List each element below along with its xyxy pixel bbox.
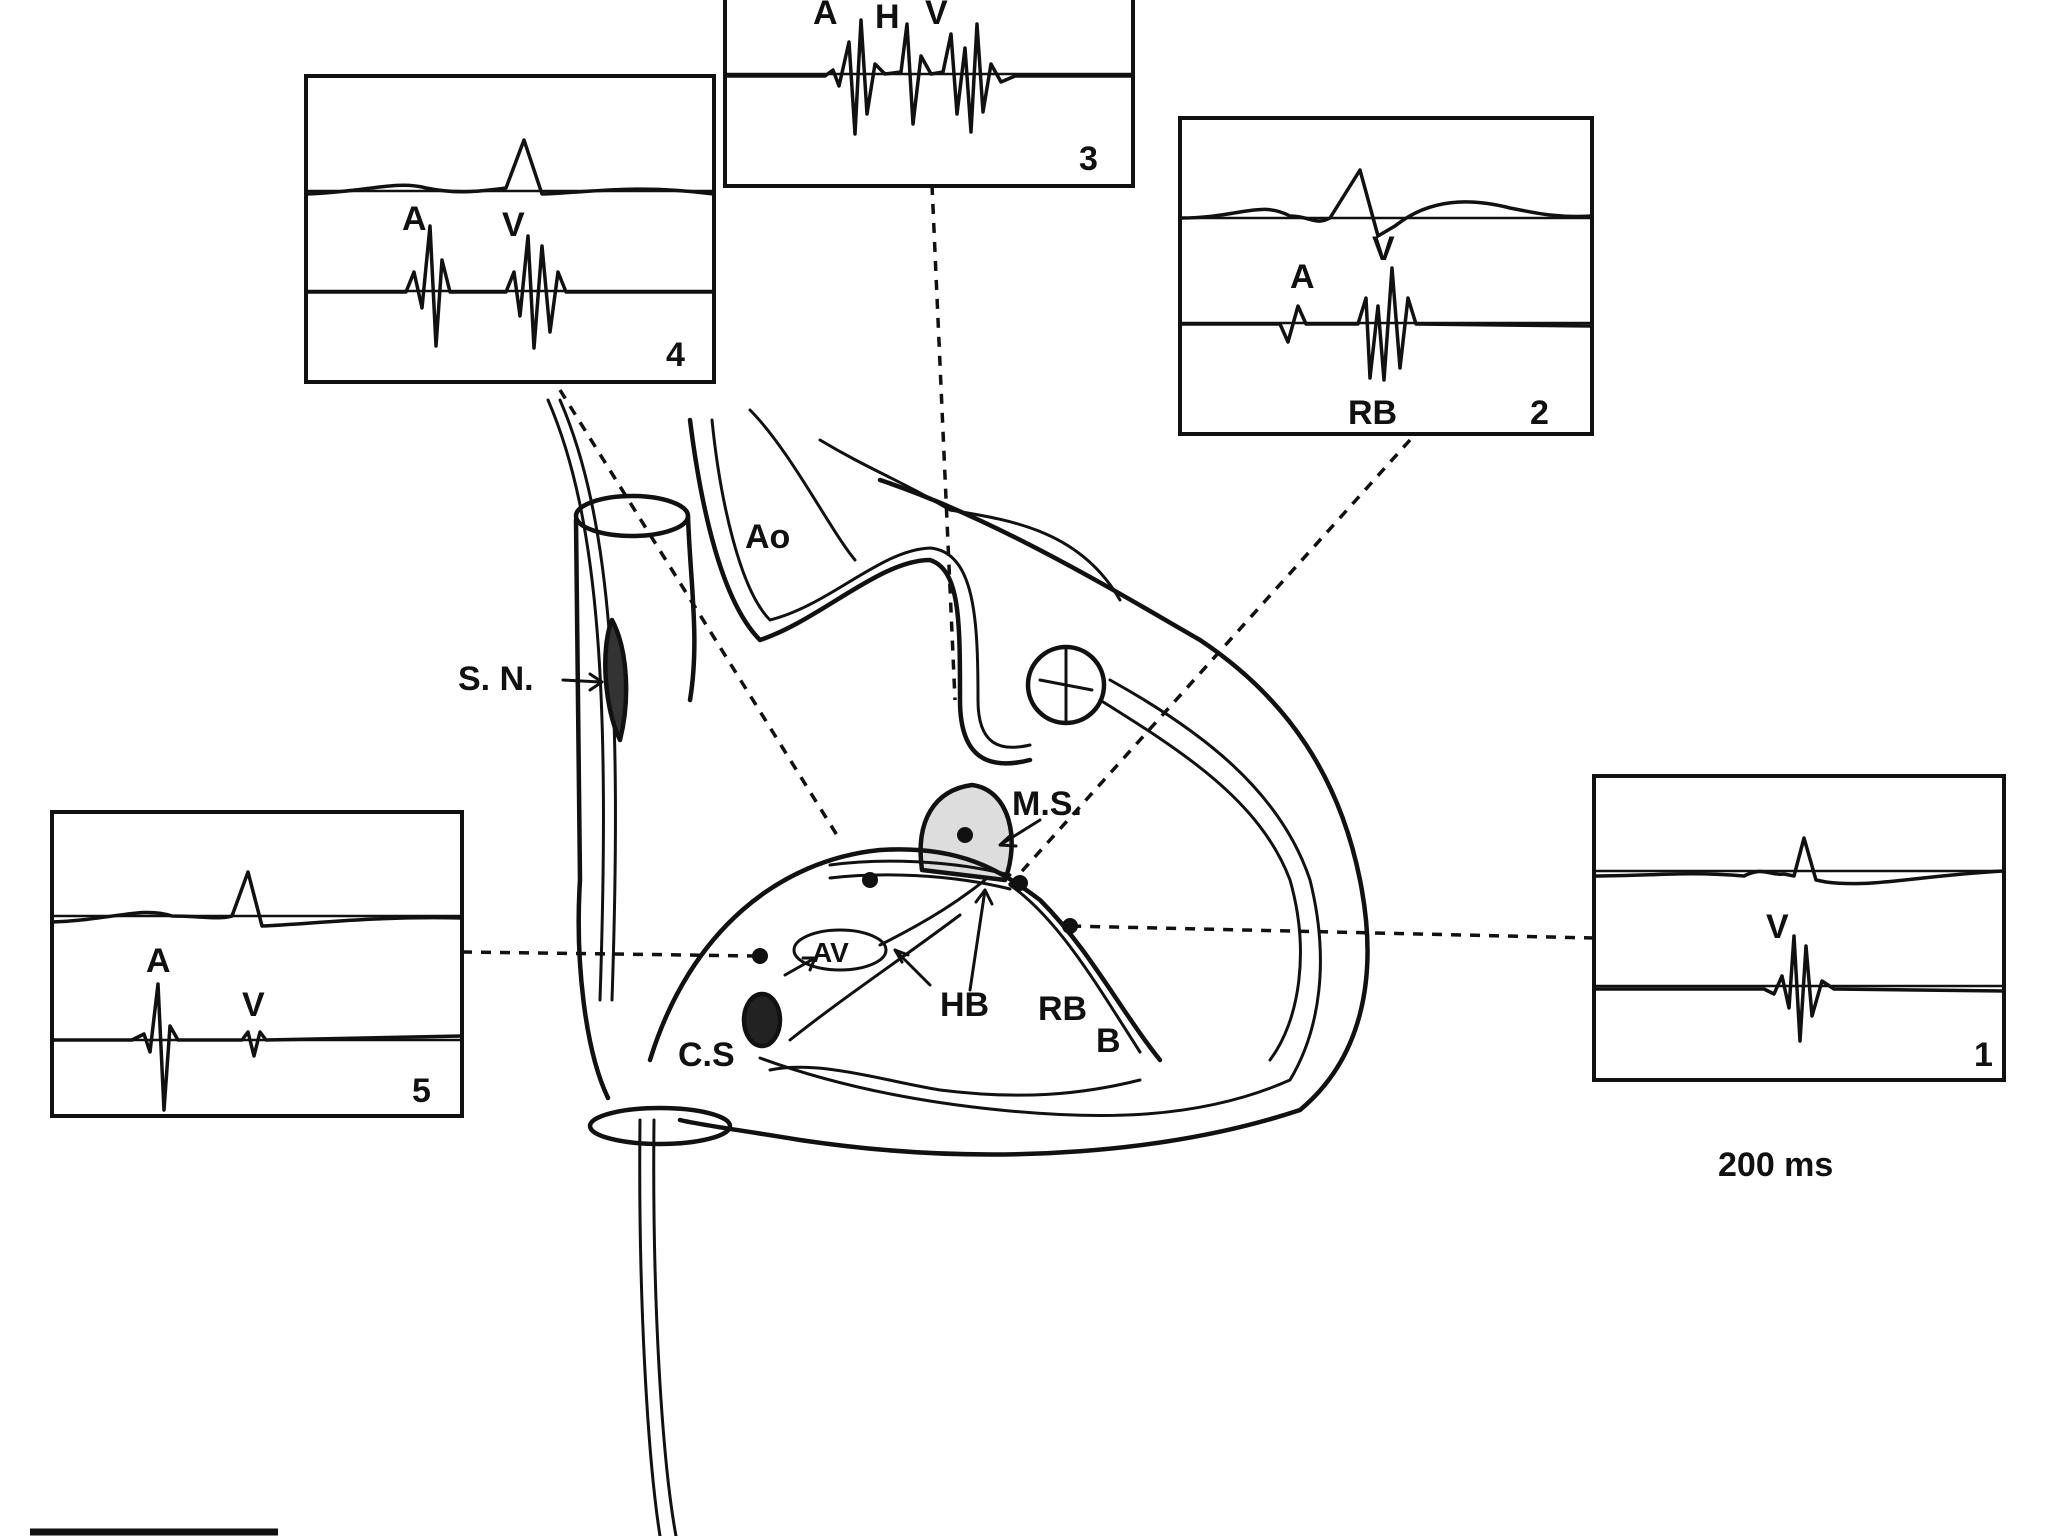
label-hb: HB <box>940 986 989 1024</box>
connector-lines <box>461 184 1595 958</box>
panel-4-intracardiac-trace <box>306 224 714 350</box>
av-fibers <box>788 878 987 1042</box>
label-cs: C.S <box>678 1036 735 1074</box>
site-dot-4 <box>862 872 878 888</box>
panel-5-surface-trace <box>51 870 463 928</box>
site-dot-5 <box>752 948 768 964</box>
panel-3-frame <box>723 0 1135 188</box>
panel-4-surface-trace <box>305 138 715 196</box>
label-av: AV <box>812 937 849 968</box>
panel-3: A H V 3 <box>723 0 1135 188</box>
coronary-sinus-floor <box>768 1065 1142 1097</box>
site-dot-3 <box>957 827 973 843</box>
connector-panel-2 <box>1003 438 1412 892</box>
his-bundle-upper <box>828 859 1012 877</box>
panel-1-number: 1 <box>1974 1036 1993 1074</box>
catheter-lower-2 <box>652 1118 678 1536</box>
valve-ring <box>1025 644 1107 726</box>
heart-inner-wall <box>758 678 1322 1118</box>
sinus-node <box>603 617 629 743</box>
panel-2-surface-trace <box>1179 168 1593 238</box>
valve-leaflets <box>1038 648 1094 722</box>
svc-wall-left <box>573 517 611 1101</box>
panel-5-frame <box>50 810 464 1118</box>
catheter-upper <box>546 398 605 1002</box>
connector-panel-1 <box>1069 924 1595 940</box>
site-dot-2 <box>1012 875 1028 891</box>
aorta-inner <box>710 418 1032 749</box>
his-bundle-lower <box>828 873 1012 891</box>
site-dot-1 <box>1062 918 1078 934</box>
heart-outer-wall <box>677 477 1370 1157</box>
panel-5-intracardiac-trace <box>52 982 463 1112</box>
panel-1: V 1 <box>1592 774 2006 1082</box>
panel-1-intracardiac-trace <box>1594 934 2005 1043</box>
panel-2-number: 2 <box>1530 394 1549 432</box>
panel-3-label-h: H <box>875 0 900 36</box>
arrow-hb <box>968 888 994 992</box>
connector-panel-3 <box>930 184 957 701</box>
panel-3-number: 3 <box>1079 140 1098 178</box>
panel-5-number: 5 <box>412 1072 431 1110</box>
panel-5: A V 5 <box>50 810 464 1118</box>
panel-4-number: 4 <box>666 336 685 374</box>
panel-4-frame <box>304 74 716 384</box>
av-node <box>792 928 888 972</box>
panel-2: A V RB 2 <box>1178 116 1594 436</box>
panel-4-label-a: A <box>402 200 427 238</box>
label-rb: RB <box>1038 990 1087 1028</box>
pulmonary-top <box>818 438 1122 602</box>
arrow-av <box>783 956 817 977</box>
arrow-hb-2 <box>893 948 932 987</box>
arrow-sn <box>561 672 604 692</box>
arrow-ms <box>998 818 1042 848</box>
scale-label: 200 ms <box>1718 1146 1833 1184</box>
panel-5-label-v: V <box>242 986 265 1024</box>
connector-panel-5 <box>461 950 761 958</box>
panel-4-label-v: V <box>502 206 525 244</box>
panel-3-label-a: A <box>813 0 838 32</box>
connector-panel-4 <box>558 389 842 841</box>
panel-1-surface-trace <box>1593 836 2005 886</box>
panel-3-label-v: V <box>925 0 948 32</box>
label-ao: Ao <box>745 518 790 556</box>
right-bundle <box>1008 883 1142 1054</box>
aorta-top <box>748 408 857 562</box>
panel-2-label-v: V <box>1372 230 1395 268</box>
panel-2-frame <box>1178 116 1594 436</box>
ivc-opening <box>587 1105 733 1147</box>
panel-2-label-rb: RB <box>1348 394 1397 432</box>
panel-4: A V 4 <box>304 74 716 384</box>
panel-2-label-a: A <box>1290 258 1315 296</box>
aorta-outline <box>687 417 1033 766</box>
heart-myocardium <box>1098 698 1302 1062</box>
panel-1-label-v: V <box>1766 908 1789 946</box>
panel-5-label-a: A <box>146 942 171 980</box>
label-rb-sub: B <box>1096 1022 1121 1060</box>
heart-section: Ao S. N. M.S. AV HB RB B C.S <box>458 398 1370 1536</box>
catheter-lower <box>638 1118 662 1536</box>
tricuspid-annulus <box>647 847 1163 1063</box>
label-ms: M.S. <box>1012 785 1082 823</box>
svc-wall-right <box>685 513 697 703</box>
panel-3-intracardiac-trace <box>725 18 1133 136</box>
panel-2-intracardiac-trace <box>1180 266 1593 382</box>
label-sn: S. N. <box>458 660 534 698</box>
coronary-sinus <box>741 991 783 1049</box>
